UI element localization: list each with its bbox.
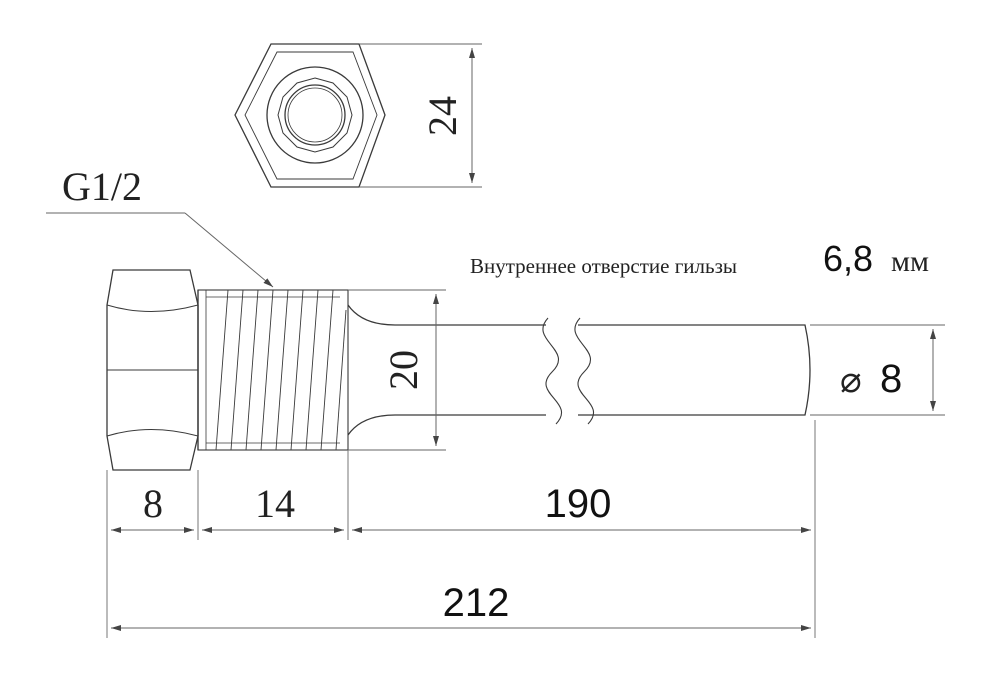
- dim-total-length-label: 212: [443, 581, 510, 625]
- dim-hex-size: [359, 43, 482, 188]
- dim-tube-length-label: 190: [545, 482, 612, 526]
- thread-leader: [46, 212, 274, 288]
- inner-hole-value: 6,8: [823, 238, 873, 279]
- tube-diameter-value: 8: [880, 357, 902, 401]
- thread-label: G1/2: [62, 164, 142, 209]
- dim-thread-diameter: [348, 289, 446, 451]
- dim-hex-size-label: 24: [420, 96, 465, 136]
- inner-hole-unit: мм: [891, 245, 929, 278]
- hex-bore-inner: [284, 84, 346, 146]
- hex-bore-polygon: [277, 77, 353, 153]
- thread-section: [197, 289, 349, 451]
- hex-side-view: [106, 269, 199, 471]
- extension-lines: [106, 420, 816, 638]
- hex-chamfer: [244, 51, 378, 180]
- hex-bore-hole: [287, 87, 343, 143]
- dim-hex-length-label: 8: [143, 481, 163, 526]
- tube-diameter-symbol: ⌀: [840, 360, 862, 400]
- hex-top-view: [234, 43, 386, 188]
- dim-thread-diameter-label: 20: [381, 350, 426, 390]
- inner-hole-caption: Внутреннее отверстие гильзы: [470, 254, 737, 278]
- tube: [347, 304, 811, 436]
- hex-bore-outer: [266, 66, 364, 164]
- dim-tube-diameter: [810, 324, 945, 416]
- dim-thread-length-label: 14: [255, 481, 295, 526]
